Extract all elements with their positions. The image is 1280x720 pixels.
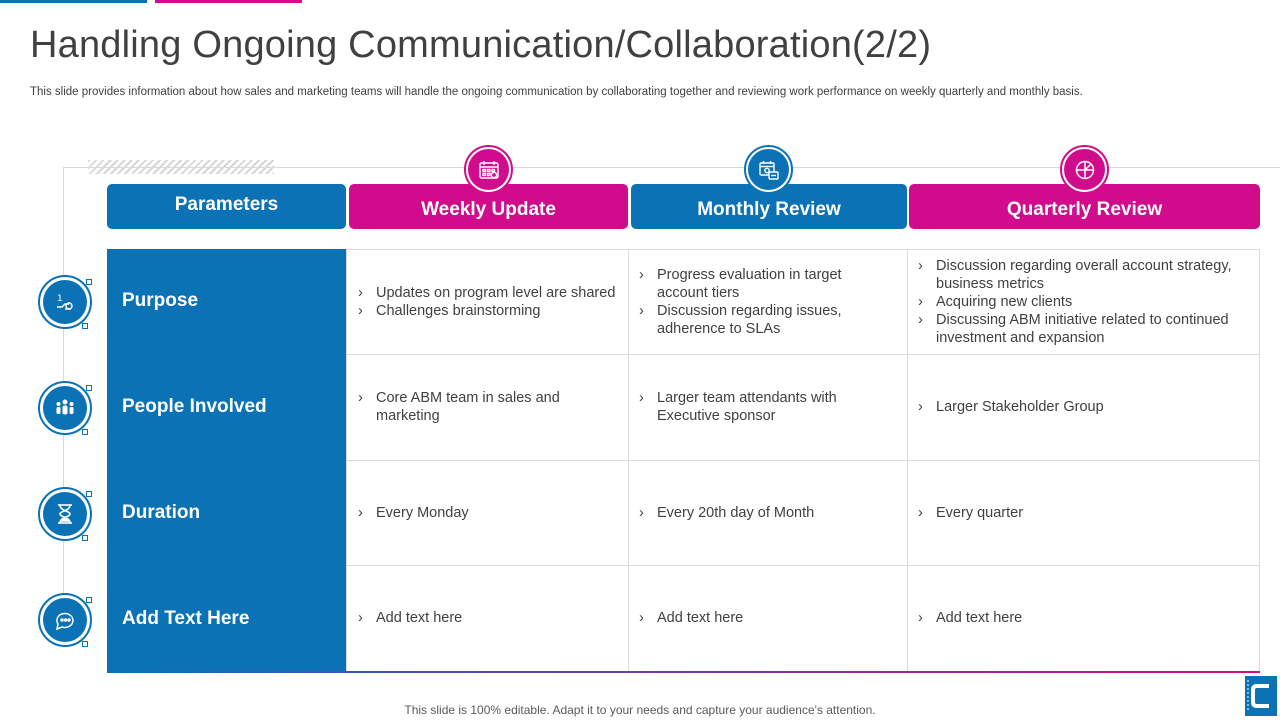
- cell-purpose-quarterly: Discussion regarding overall account str…: [916, 249, 1256, 354]
- accent-bar-pink: [155, 0, 302, 3]
- calendar-icon: [464, 145, 513, 194]
- cell-people-quarterly: Larger Stakeholder Group: [916, 354, 1256, 460]
- cell-addtext-weekly: Add text here: [356, 565, 626, 671]
- cell-addtext-quarterly: Add text here: [916, 565, 1256, 671]
- chat-bubble-icon: [38, 593, 92, 647]
- cell-people-weekly: Core ABM team in sales and marketing: [356, 354, 606, 460]
- row-label-duration: Duration: [122, 502, 201, 523]
- people-group-icon: [38, 381, 92, 435]
- header-parameters: Parameters: [107, 184, 346, 229]
- list-item: Every 20th day of Month: [637, 504, 902, 522]
- list-item: Every Monday: [356, 504, 626, 522]
- hourglass-icon: [38, 487, 92, 541]
- grid-divider: [346, 565, 1260, 566]
- list-item: Add text here: [356, 609, 626, 627]
- list-item: Acquiring new clients: [916, 293, 1256, 311]
- list-item: Every quarter: [916, 504, 1256, 522]
- list-item: Updates on program level are shared: [356, 284, 626, 302]
- row-label-add-text: Add Text Here: [122, 608, 250, 629]
- page-subtitle: This slide provides information about ho…: [30, 86, 1083, 98]
- list-item: Challenges brainstorming: [356, 302, 626, 320]
- list-item: Discussion regarding overall account str…: [916, 257, 1256, 293]
- schedule-icon: [744, 145, 793, 194]
- grid-divider: [346, 460, 1260, 461]
- grid-divider: [346, 354, 1260, 355]
- cell-addtext-monthly: Add text here: [637, 565, 902, 671]
- row-label-people-involved: People Involved: [122, 396, 267, 417]
- list-item: Add text here: [637, 609, 902, 627]
- row-label-purpose: Purpose: [122, 290, 199, 311]
- table-bottom-line: [107, 671, 1260, 673]
- svg-text:1: 1: [57, 294, 63, 304]
- cell-duration-quarterly: Every quarter: [916, 460, 1256, 565]
- cell-purpose-monthly: Progress evaluation in target account ti…: [637, 249, 902, 354]
- accent-bar-blue: [0, 0, 147, 3]
- parameters-column: [107, 249, 346, 672]
- hand-coin-icon: 1: [38, 275, 92, 329]
- cell-people-monthly: Larger team attendants with Executive sp…: [637, 354, 867, 460]
- footer-note: This slide is 100% editable. Adapt it to…: [404, 703, 876, 717]
- brand-logo-icon: [1245, 676, 1277, 716]
- page-title: Handling Ongoing Communication/Collabora…: [30, 24, 932, 66]
- list-item: Core ABM team in sales and marketing: [356, 389, 606, 425]
- cell-duration-monthly: Every 20th day of Month: [637, 460, 902, 565]
- list-item: Discussing ABM initiative related to con…: [916, 311, 1256, 347]
- list-item: Larger Stakeholder Group: [916, 398, 1256, 416]
- list-item: Discussion regarding issues, adherence t…: [637, 302, 902, 338]
- pie-chart-icon: [1060, 145, 1109, 194]
- cell-purpose-weekly: Updates on program level are shared Chal…: [356, 249, 626, 354]
- cell-duration-weekly: Every Monday: [356, 460, 626, 565]
- list-item: Larger team attendants with Executive sp…: [637, 389, 867, 425]
- list-item: Progress evaluation in target account ti…: [637, 266, 902, 302]
- list-item: Add text here: [916, 609, 1256, 627]
- frame-line-top: [63, 167, 1280, 168]
